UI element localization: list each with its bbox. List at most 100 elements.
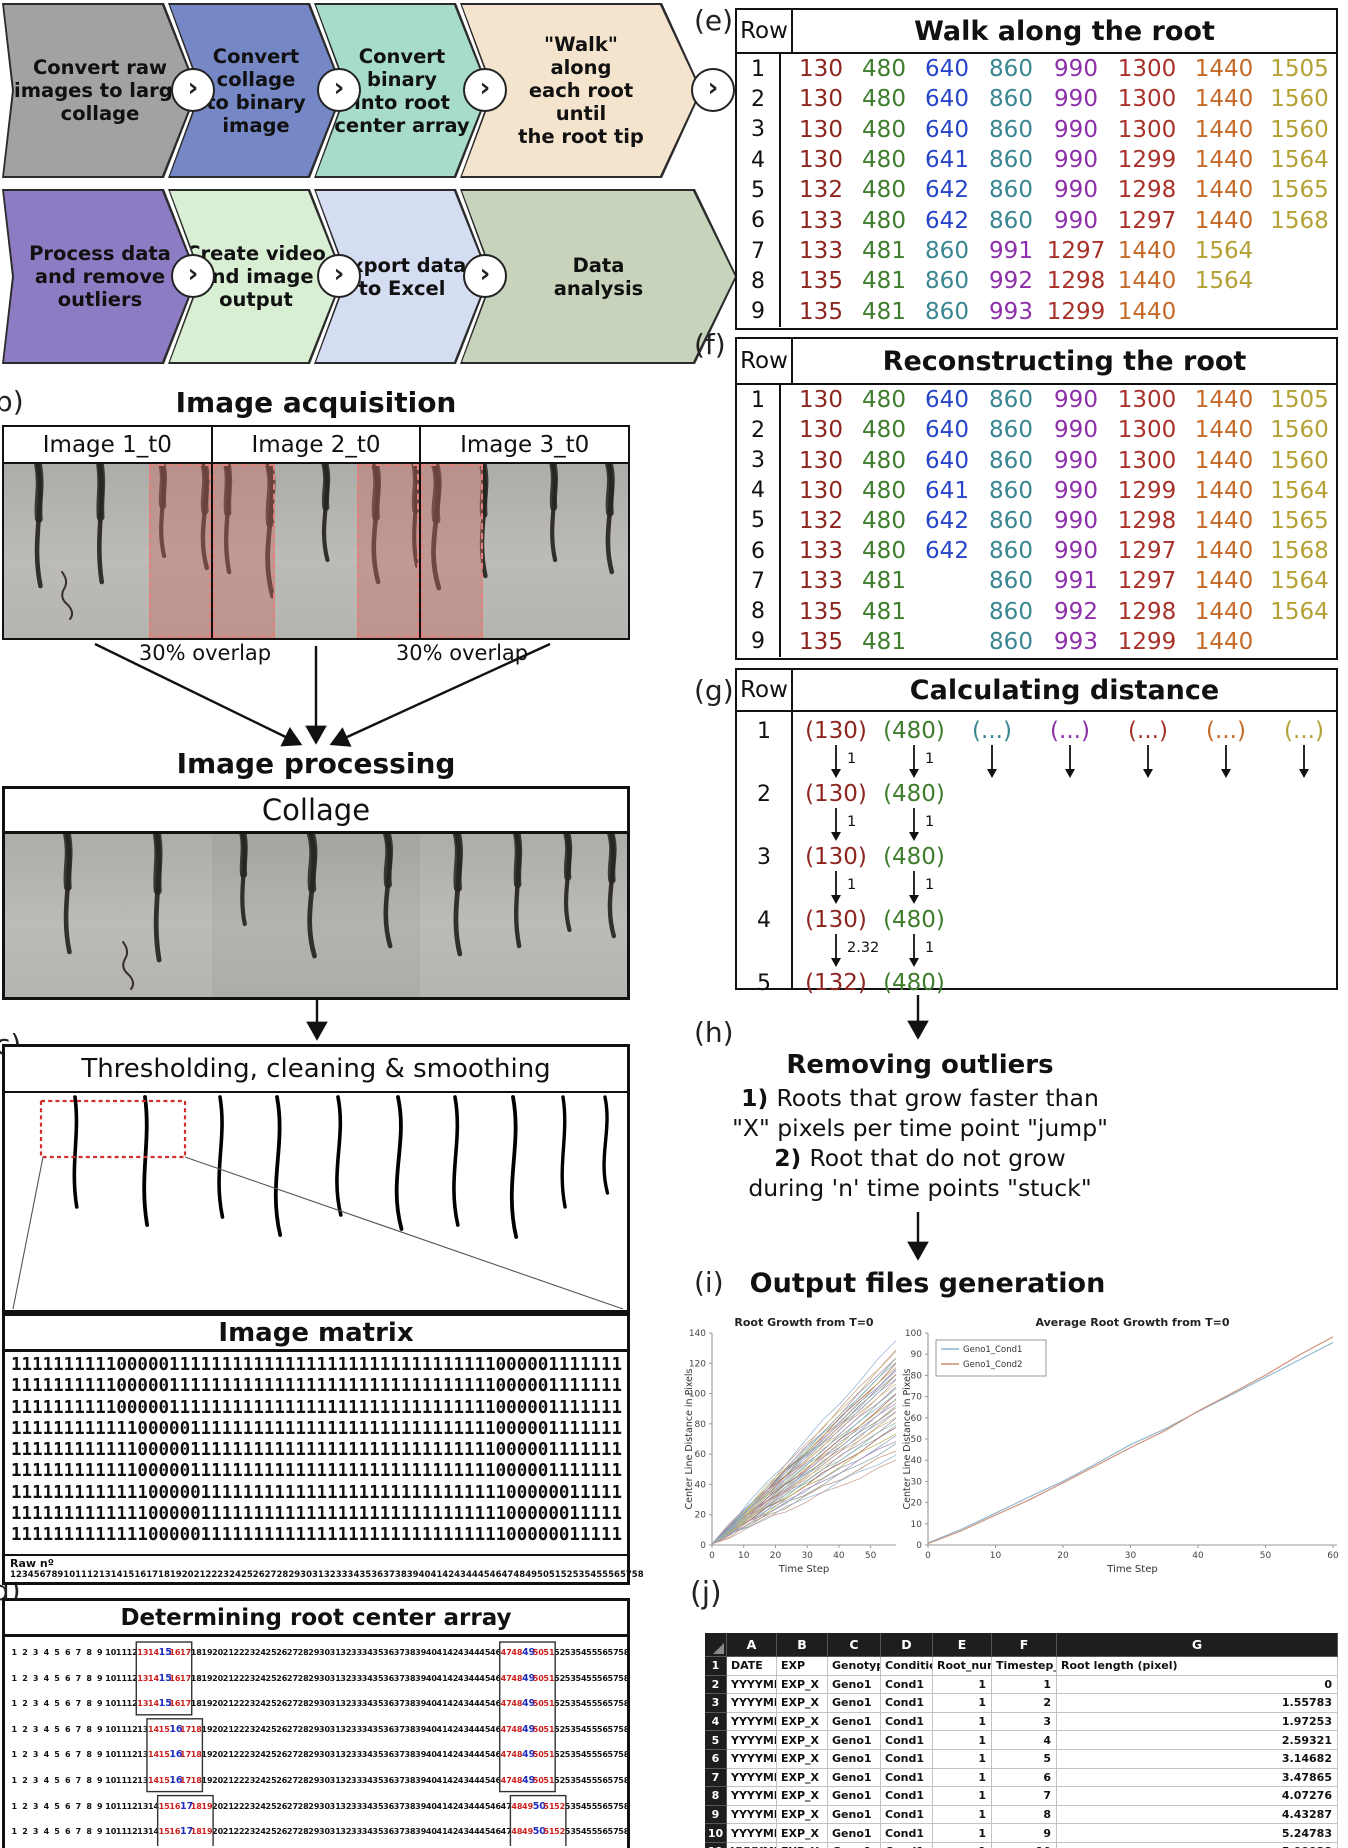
row-number: 2 — [737, 84, 781, 115]
value-cell: 860 — [989, 507, 1033, 534]
svg-text:0: 0 — [925, 1551, 931, 1561]
excel-cell: Geno1 — [828, 1749, 881, 1769]
excel-cell: 1 — [933, 1694, 992, 1713]
panel-label-g: (g) — [694, 674, 734, 707]
excel-cell: 4.07276 — [1057, 1787, 1338, 1806]
matrix-row: 1111111111110000011111111111111111111111… — [11, 1440, 623, 1461]
value-cell: 1505 — [1270, 56, 1329, 83]
down-arrow: 1 — [906, 871, 934, 905]
value-cell: 640 — [925, 447, 969, 474]
distance-value: (132) — [805, 970, 867, 996]
excel-cell: YYYYMMDD — [727, 1805, 777, 1825]
value-cell: 480 — [862, 177, 906, 204]
excel-corner-cell — [705, 1633, 727, 1657]
collage-box: Collage — [2, 786, 630, 1000]
overlap-zone — [148, 464, 211, 638]
excel-cell: 1 — [933, 1824, 992, 1843]
flow-step-label: Process data and remove outliers — [4, 191, 196, 362]
flow-step-label: Data analysis — [462, 191, 735, 362]
arrow-label: 2.32 — [847, 940, 880, 956]
row-header: Row — [737, 10, 793, 52]
value-cell: 860 — [989, 568, 1033, 595]
thresholding-title: Thresholding, cleaning & smoothing — [5, 1047, 627, 1093]
value-cell: 1299 — [1117, 628, 1177, 655]
outliers-text-line: 2) Root that do not grow — [774, 1144, 1066, 1172]
value-cell: 133 — [799, 207, 843, 234]
svg-text:Time Step: Time Step — [778, 1564, 829, 1575]
excel-cell: 0 — [1057, 1675, 1338, 1695]
excel-row-number: 10 — [705, 1824, 727, 1843]
excel-column-letter: G — [1057, 1633, 1338, 1657]
matrix-row: 1111111111000001111111111111111111111111… — [11, 1397, 623, 1418]
excel-cell: YYYYMMDD — [727, 1675, 777, 1695]
flow-step: Convert collage to binary image — [168, 3, 344, 178]
excel-cell: Geno1 — [828, 1805, 881, 1825]
distance-value: (130) — [805, 907, 867, 933]
excel-cell: Geno1 — [828, 1824, 881, 1843]
excel-corner-triangle — [713, 1643, 724, 1654]
svg-text:100: 100 — [689, 1390, 706, 1400]
value-cell: 1565 — [1270, 177, 1329, 204]
row-number: 2 — [737, 415, 781, 446]
distance-value: (130) — [805, 718, 867, 744]
excel-cell: YYYYMMDD — [727, 1731, 777, 1750]
panel-label-f: (f) — [694, 328, 726, 361]
excel-cell: 3.14682 — [1057, 1749, 1338, 1769]
value-cell: 130 — [799, 116, 843, 143]
svg-text:Root Growth from T=0: Root Growth from T=0 — [734, 1316, 874, 1329]
row-number: 1 — [737, 54, 781, 85]
svg-text:140: 140 — [689, 1329, 706, 1339]
svg-text:60: 60 — [695, 1450, 707, 1460]
value-cell: 481 — [862, 298, 906, 325]
value-cell: 1440 — [1194, 568, 1254, 595]
acquisition-pane-1: Image 1_t0 — [4, 427, 213, 638]
svg-text:100: 100 — [905, 1329, 922, 1339]
value-cell: 1440 — [1194, 387, 1254, 414]
flow-step: Process data and remove outliers — [2, 189, 198, 364]
value-cell: 1298 — [1117, 507, 1177, 534]
down-arrow-collage — [306, 1000, 328, 1041]
excel-cell: YYYYMMDD — [727, 1768, 777, 1788]
excel-cell: Geno1 — [828, 1712, 881, 1732]
excel-cell: 1 — [933, 1768, 992, 1788]
value-cell: 860 — [925, 238, 969, 265]
value-cell: 1564 — [1194, 238, 1254, 265]
panel-label-h: (h) — [694, 1016, 734, 1049]
value-cell: 990 — [1054, 86, 1098, 113]
value-cell: 130 — [799, 417, 843, 444]
row-number: 3 — [737, 114, 781, 145]
down-arrow — [984, 745, 1000, 779]
value-cell: 1440 — [1117, 298, 1177, 325]
excel-cell: 2.59321 — [1057, 1731, 1338, 1750]
excel-cell: 1 — [933, 1805, 992, 1825]
value-cell: 133 — [799, 568, 843, 595]
value-cell: 1560 — [1270, 116, 1329, 143]
svg-text:0: 0 — [916, 1541, 922, 1551]
excel-cell: EXP_X — [777, 1675, 828, 1695]
excel-cell: YYYYMMDD — [727, 1694, 777, 1713]
value-cell: 1297 — [1117, 207, 1177, 234]
value-cell: 481 — [862, 598, 906, 625]
value-cell: 990 — [1054, 447, 1098, 474]
excel-cell: YYYYMMDD — [727, 1842, 777, 1848]
value-cell: 133 — [799, 238, 843, 265]
svg-text:40: 40 — [911, 1456, 923, 1466]
value-cell: 1560 — [1270, 447, 1329, 474]
svg-text:20: 20 — [695, 1511, 707, 1521]
excel-cell: YYYYMMDD — [727, 1749, 777, 1769]
excel-cell: Genotype — [828, 1657, 881, 1676]
row-number: 9 — [737, 626, 781, 657]
arrow-label: 1 — [847, 877, 857, 893]
value-cell: 1440 — [1194, 507, 1254, 534]
